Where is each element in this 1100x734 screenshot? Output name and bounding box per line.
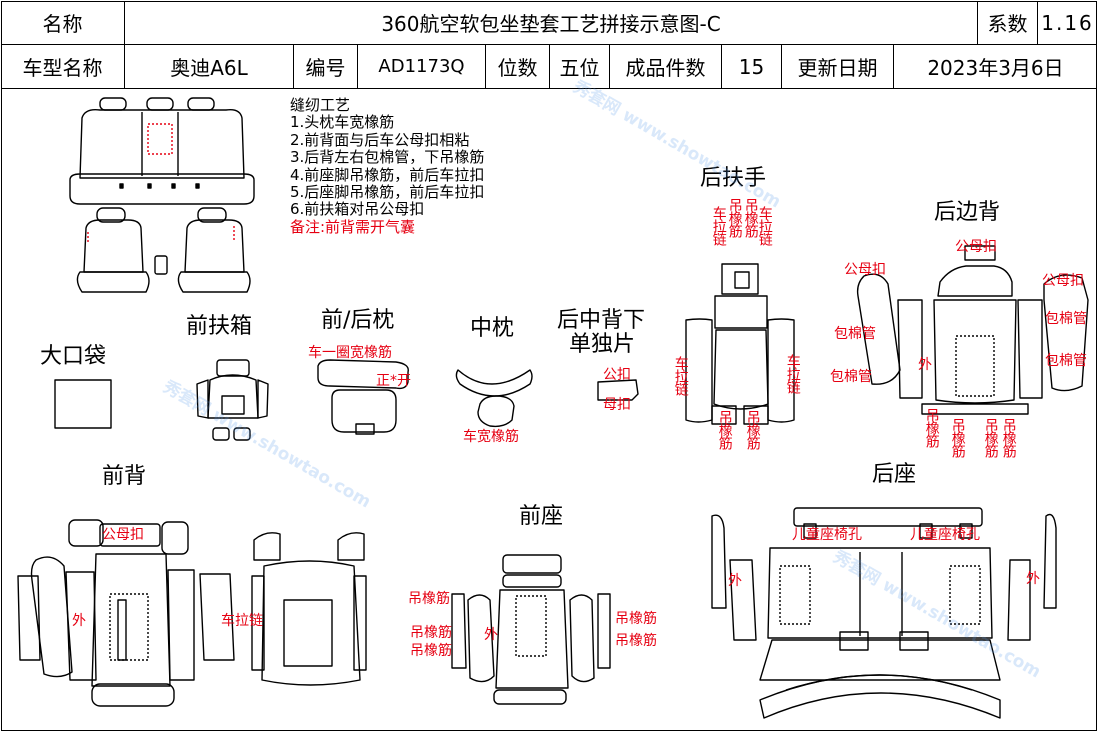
annotation-snap-buckle: 公母扣 [1042,273,1084,289]
annotation-child-seat-hole: 儿童座椅孔 [910,527,980,543]
headrest-label: 前/后枕 [321,308,395,333]
model-value: 奥迪A6L [125,45,294,89]
rear-middle-back-label-2: 单独片 [569,332,636,357]
middle-headrest-label: 中枕 [470,316,515,341]
annotation-outside: 外 [72,613,86,629]
seats-value: 五位 [550,45,610,89]
front-seat-label: 前座 [519,504,564,529]
annotation-hang-elastic: 吊橡筋 [410,643,452,659]
annotation-front-opening: 正*开 [376,373,411,389]
seat-overview-rear [69,97,255,205]
annotation-hang-elastic: 吊橡筋 [923,408,940,447]
annotation-snap-buckle: 公母扣 [844,262,886,278]
note-item: 1.头枕车宽橡筋 [290,113,395,132]
annotation-hang-elastic: 吊橡筋 [615,611,657,627]
rear-middle-back-label-1: 后中背下 [557,308,646,333]
note-item: 6.前扶箱对吊公母扣 [290,200,425,219]
update-value: 2023年3月6日 [894,45,1097,89]
front-back-pieces [17,519,367,707]
sewing-notes: 缝纫工艺 1.头枕车宽橡筋 2.前背面与后车公母扣相粘 3.后背左右包棉管，下吊… [290,96,485,236]
annotation-cotton-tube: 包棉管 [834,326,876,342]
notes-title: 缝纫工艺 [290,96,351,114]
annotation-hang-elastic: 吊橡筋 [1000,418,1017,457]
annotation-hang-elastic: 吊橡筋 [726,198,743,237]
annotation-outside: 外 [484,627,498,643]
seats-label: 位数 [486,45,550,89]
seat-overview-front [76,207,251,293]
annotation-outside: 外 [918,357,932,373]
annotation-hang-elastic: 吊橡筋 [615,633,657,649]
update-label: 更新日期 [782,45,894,89]
annotation-outside: 外 [1026,571,1040,587]
rear-side-back-label: 后边背 [934,200,1001,225]
annotation-female-buckle: 母扣 [603,397,631,413]
note-item: 5.后座脚吊橡筋，前后车拉扣 [290,183,485,202]
rear-armrest-pieces [685,263,795,425]
rear-seat-pieces [711,507,1057,719]
big-pocket-piece [54,379,112,429]
front-back-label: 前背 [102,464,147,489]
front-seat-pieces [451,554,611,705]
annotation-hang-elastic: 吊橡筋 [744,410,761,449]
annotation-cotton-tube: 包棉管 [830,369,872,385]
rear-side-back-pieces [856,245,1089,415]
annotation-male-buckle: 公扣 [603,367,631,383]
annotation-hang-elastic: 吊橡筋 [949,418,966,457]
front-armbox-label: 前扶箱 [186,314,253,339]
note-item: 2.前背面与后车公母扣相粘 [290,130,470,149]
rear-middle-back-piece [597,379,639,401]
pieces-label: 成品件数 [610,45,722,89]
annotation-sew-elastic-ring: 车一圈宽橡筋 [308,345,392,361]
annotation-zipper: 车拉链 [784,354,801,393]
rear-seat-label: 后座 [872,462,917,487]
annotation-hang-elastic: 吊橡筋 [408,591,450,607]
annotation-child-seat-hole: 儿童座椅孔 [792,527,862,543]
annotation-zipper: 车拉链 [710,206,727,245]
annotation-zipper: 车拉链 [756,206,773,245]
model-label: 车型名称 [1,45,125,89]
front-armbox-pieces [196,359,269,441]
annotation-snap-buckle: 公母扣 [102,527,144,543]
annotation-snap-buckle: 公母扣 [955,239,997,255]
notes-remark: 备注:前背需开气囊 [290,217,416,236]
coefficient-label: 系数 [978,1,1038,45]
annotation-zipper: 车拉链 [672,356,689,395]
code-value: AD1173Q [358,45,486,89]
big-pocket-label: 大口袋 [40,344,107,369]
middle-headrest-pieces [455,369,533,428]
rear-armrest-label: 后扶手 [700,166,767,191]
note-item: 4.前座脚吊橡筋，前后车拉扣 [290,165,485,184]
annotation-hang-elastic: 吊橡筋 [742,198,759,237]
annotation-cotton-tube: 包棉管 [1045,311,1087,327]
annotation-hang-elastic: 吊橡筋 [410,625,452,641]
code-label: 编号 [294,45,358,89]
annotation-outside: 外 [728,573,742,589]
annotation-zipper: 车拉链 [221,613,263,629]
annotation-hang-elastic: 吊橡筋 [982,418,999,457]
drawing-title: 360航空软包坐垫套工艺拼接示意图-C [125,1,978,45]
header-name-label: 名称 [1,1,125,45]
pieces-value: 15 [722,45,782,89]
annotation-hang-elastic: 吊橡筋 [716,410,733,449]
annotation-cotton-tube: 包棉管 [1045,353,1087,369]
coefficient-value: 1.16 [1038,1,1097,45]
note-item: 3.后背左右包棉管，下吊橡筋 [290,148,485,167]
annotation-sew-wide-elastic: 车宽橡筋 [463,429,519,445]
headrest-pieces [317,359,409,435]
